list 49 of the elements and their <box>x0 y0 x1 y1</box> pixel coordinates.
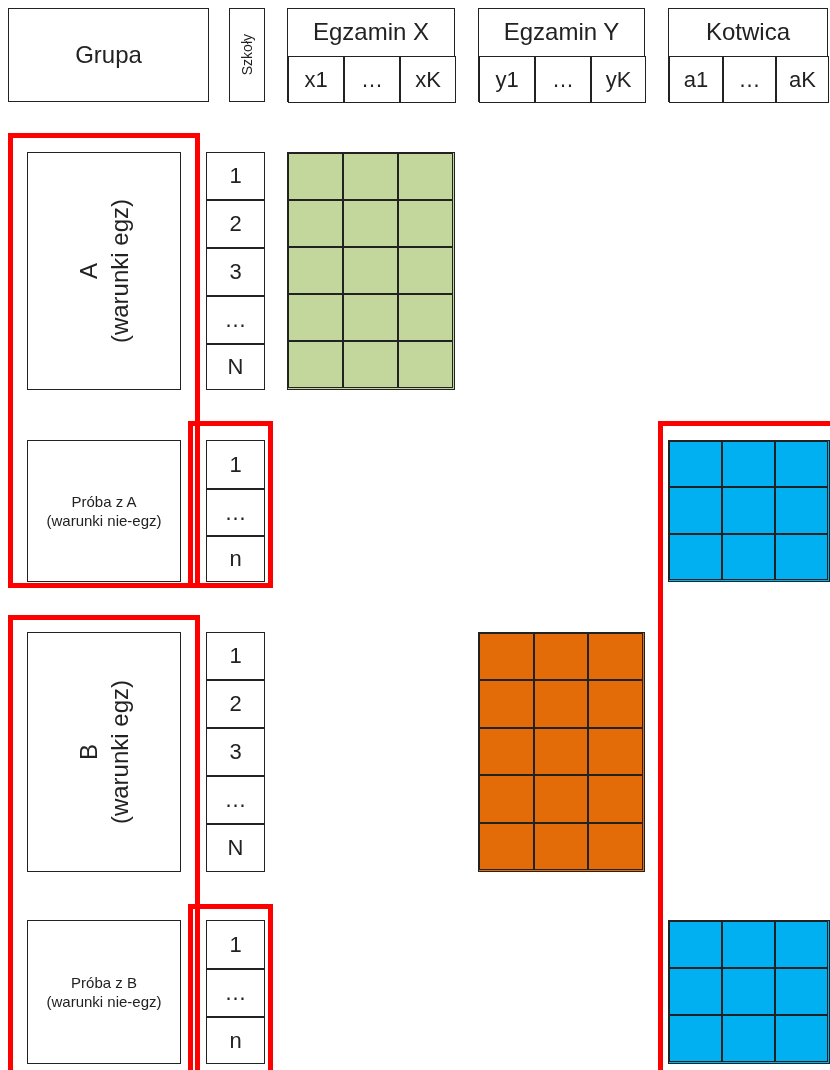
exam-title: Egzamin Y <box>502 17 621 47</box>
score-grid <box>668 920 830 1064</box>
sample-label-panel <box>27 440 181 582</box>
condition-note: (warunki egz) <box>105 198 134 343</box>
school-number: 2 <box>206 200 265 248</box>
school-number: … <box>206 776 265 824</box>
school-number: … <box>206 489 265 536</box>
school-number: n <box>206 1017 265 1064</box>
item-header: … <box>723 56 776 103</box>
score-grid <box>668 440 830 582</box>
condition-note: (warunki nie-egz) <box>46 511 162 531</box>
column-header: Grupa <box>8 8 209 102</box>
group-name: Próba z B <box>71 972 137 992</box>
school-number: … <box>206 296 265 344</box>
score-grid <box>287 152 455 390</box>
group-name: A <box>73 263 103 279</box>
school-number: n <box>206 536 265 582</box>
school-number: 3 <box>206 248 265 296</box>
item-header: … <box>535 56 591 103</box>
school-number: N <box>206 344 265 390</box>
condition-note: (warunki egz) <box>105 679 134 824</box>
item-header: a1 <box>669 56 723 103</box>
exam-header <box>478 8 645 102</box>
group-label-panel <box>27 152 181 390</box>
school-number: 1 <box>206 632 265 680</box>
item-header: y1 <box>479 56 535 103</box>
group-name: B <box>73 744 103 760</box>
score-grid <box>478 632 645 872</box>
item-header: xK <box>400 56 456 103</box>
item-header: aK <box>776 56 829 103</box>
school-number: 1 <box>206 920 265 969</box>
school-number: 1 <box>206 440 265 489</box>
column-header: Szkoły <box>229 8 265 102</box>
exam-title: Kotwica <box>704 17 791 47</box>
sample-label-panel <box>27 920 181 1064</box>
item-header: … <box>344 56 400 103</box>
exam-title: Egzamin X <box>311 17 431 47</box>
school-number: N <box>206 824 265 872</box>
item-header: yK <box>591 56 646 103</box>
school-number: 3 <box>206 728 265 776</box>
school-number: 2 <box>206 680 265 728</box>
exam-header <box>287 8 455 102</box>
school-number: 1 <box>206 152 265 200</box>
school-number: … <box>206 969 265 1017</box>
item-header: x1 <box>288 56 344 103</box>
group-name: Próba z A <box>71 491 137 511</box>
condition-note: (warunki nie-egz) <box>46 992 162 1012</box>
group-label-panel <box>27 632 181 872</box>
exam-header <box>668 8 828 102</box>
